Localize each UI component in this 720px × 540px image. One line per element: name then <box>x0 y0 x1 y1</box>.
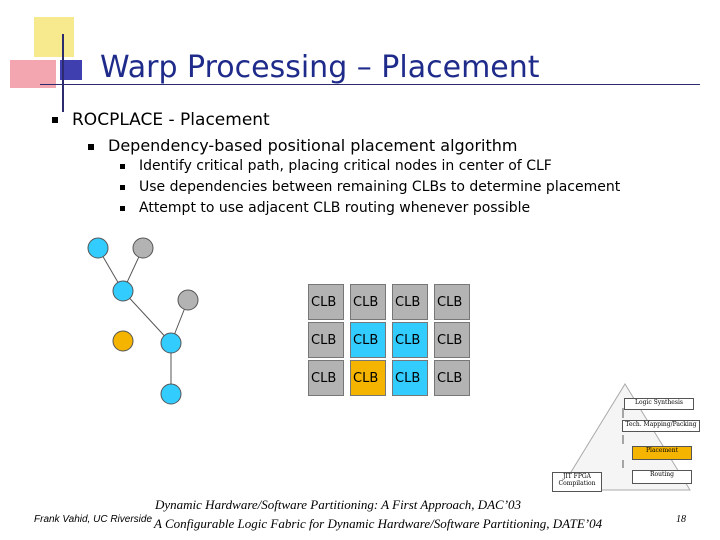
sub-bullet-2: Use dependencies between remaining CLBs … <box>120 179 620 195</box>
clb-cell: CLB <box>434 322 470 358</box>
citation-1: Dynamic Hardware/Software Partitioning: … <box>155 497 522 512</box>
sub-bullet-1: Identify critical path, placing critical… <box>120 158 552 174</box>
clb-cell: CLB <box>350 284 386 320</box>
sub-bullet-3-text: Attempt to use adjacent CLB routing when… <box>139 200 531 216</box>
bullet-level2-text: Dependency-based positional placement al… <box>108 136 518 155</box>
graph-node-critical <box>160 383 182 405</box>
bullet-level1-text: ROCPLACE - Placement <box>72 110 270 130</box>
bullet-marker <box>120 184 125 190</box>
citation-2: A Configurable Logic Fabric for Dynamic … <box>154 516 603 531</box>
slide-title: Warp Processing – Placement <box>100 50 540 85</box>
clb-cell-adjacent: CLB <box>350 360 386 396</box>
bullet-marker <box>120 163 125 169</box>
decorative-square-pink <box>10 60 56 88</box>
bullet-marker <box>52 117 58 123</box>
bullet-marker <box>120 205 125 211</box>
clb-grid: CLB CLB CLB CLB CLB CLB CLB CLB CLB CLB … <box>308 284 470 396</box>
footer-author: Frank Vahid, UC Riverside <box>34 514 153 525</box>
clb-cell: CLB <box>434 360 470 396</box>
flow-diagram <box>559 383 691 491</box>
bullet-level2: Dependency-based positional placement al… <box>88 136 518 155</box>
flow-step-logic-synthesis: Logic Synthesis <box>624 398 694 410</box>
flow-label-jit-fpga: JIT FPGA Compilation <box>552 472 602 492</box>
flow-triangle <box>559 383 691 491</box>
bullet-marker <box>88 143 94 150</box>
graph-node-critical <box>160 332 182 354</box>
graph-edges <box>97 247 189 394</box>
graph-node <box>132 237 154 259</box>
flow-step-routing: Routing <box>632 470 692 484</box>
clb-cell: CLB <box>308 322 344 358</box>
clb-cell-critical: CLB <box>392 322 428 358</box>
clb-cell: CLB <box>434 284 470 320</box>
graph-node-adjacent <box>112 330 134 352</box>
bullet-level1: ROCPLACE - Placement <box>52 110 270 130</box>
clb-cell-critical: CLB <box>392 360 428 396</box>
clb-cell-critical: CLB <box>350 322 386 358</box>
graph-edge <box>122 290 172 344</box>
sub-bullet-2-text: Use dependencies between remaining CLBs … <box>139 179 621 195</box>
sub-bullet-1-text: Identify critical path, placing critical… <box>139 158 552 174</box>
title-underline <box>40 84 700 85</box>
flow-step-tech-mapping: Tech. Mapping/Packing <box>622 420 700 432</box>
sub-bullet-3: Attempt to use adjacent CLB routing when… <box>120 200 530 216</box>
clb-cell: CLB <box>392 284 428 320</box>
flow-step-placement: Placement <box>632 446 692 460</box>
dependency-graph <box>87 237 199 405</box>
graph-node-critical <box>112 280 134 302</box>
decorative-square-yellow <box>34 17 74 57</box>
graph-node-critical <box>87 237 109 259</box>
graph-node <box>177 289 199 311</box>
decorative-vertical-line <box>62 34 64 112</box>
clb-cell: CLB <box>308 284 344 320</box>
clb-cell: CLB <box>308 360 344 396</box>
page-number: 18 <box>676 514 686 525</box>
decorative-square-blue <box>60 60 82 80</box>
